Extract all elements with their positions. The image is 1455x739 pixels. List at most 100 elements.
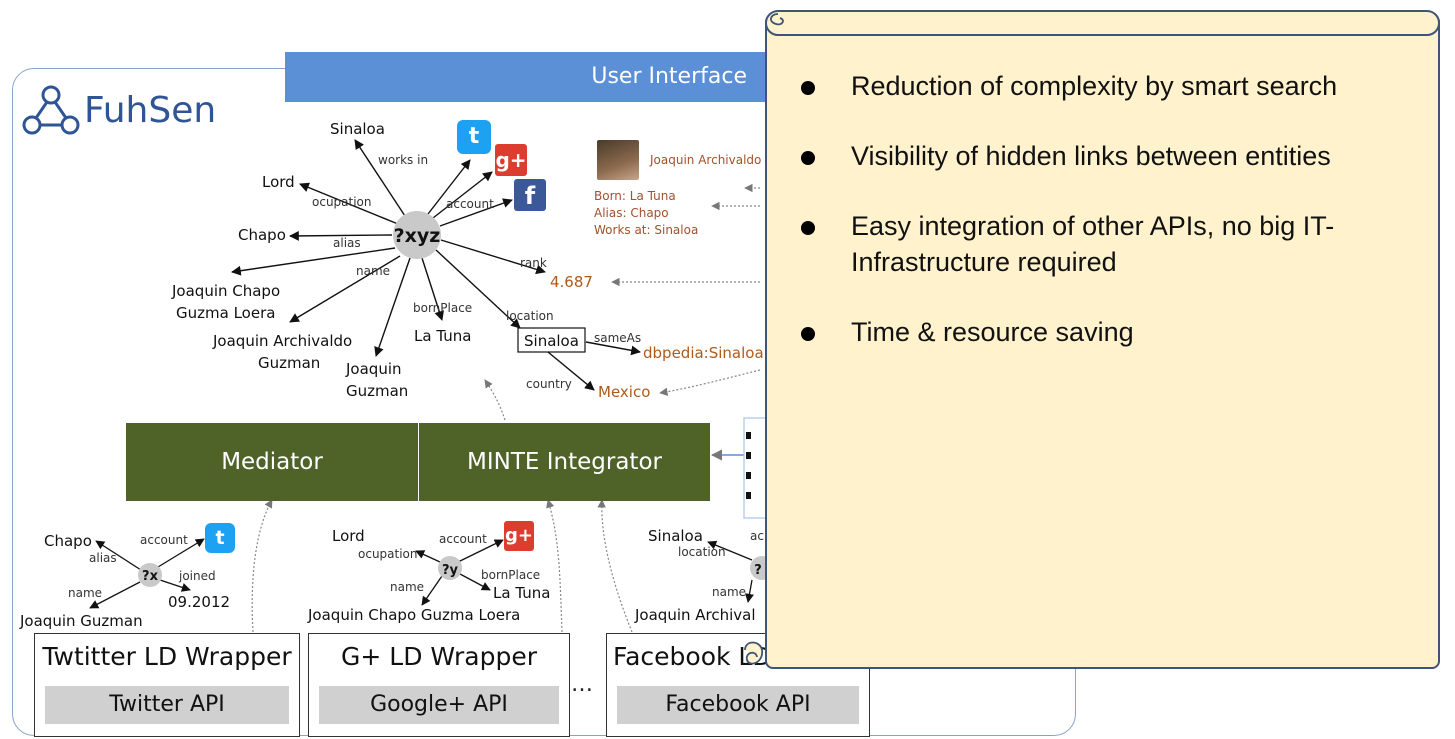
facebook-center-label: ? <box>754 563 762 578</box>
bullet-icon <box>801 327 815 341</box>
profile-works: Works at: Sinaloa <box>594 223 699 237</box>
edge-country: country <box>526 377 572 391</box>
edge-sameas: sameAs <box>594 331 641 345</box>
facebook-edge-labels: location ac name <box>678 529 764 599</box>
node-sinaloa-box-label: Sinaloa <box>524 332 579 350</box>
fb-edge-location: location <box>678 545 726 559</box>
twitter-api: Twitter API <box>45 686 289 724</box>
node-rank-value: 4.687 <box>550 273 593 291</box>
gp-edge-bornplace: bornPlace <box>481 568 540 582</box>
bullet-icon <box>801 151 815 165</box>
gp-node-latuna: La Tuna <box>493 584 550 602</box>
twitter-subgraph-edges <box>89 538 205 609</box>
node-joaquin-chapo-2: Guzma Loera <box>176 304 275 322</box>
benefit-text: Visibility of hidden links between entit… <box>851 141 1331 171</box>
bullet-icon <box>801 221 815 235</box>
node-la-tuna: La Tuna <box>414 327 471 345</box>
twitter-center-node[interactable] <box>138 563 162 587</box>
profile-avatar <box>597 140 639 180</box>
center-node[interactable] <box>393 211 441 259</box>
tw-edge-account: account <box>140 533 188 547</box>
node-joaquin-chapo-1: Joaquin Chapo <box>171 282 280 300</box>
profile-born: Born: La Tuna <box>594 189 676 203</box>
node-joaquin-archivaldo-2: Guzman <box>258 354 320 372</box>
benefit-item: Time & resource saving <box>801 314 1411 350</box>
integrator-box[interactable]: MINTE Integrator <box>419 423 710 501</box>
fb-edge-name: name <box>712 585 746 599</box>
gplus-edge-labels: ocupation account name bornPlace <box>358 532 540 594</box>
gplus-center-node[interactable] <box>438 556 462 580</box>
gplus-node-labels: Lord La Tuna Joaquin Chapo Guzma Loera <box>307 527 550 624</box>
gp-edge-name: name <box>390 580 424 594</box>
center-node-label: ?xyz <box>394 225 441 247</box>
benefits-list: Reduction of complexity by smart search … <box>801 68 1411 384</box>
graph-edge-labels: works in ocupation account alias name ra… <box>312 153 641 391</box>
edge-bornplace: bornPlace <box>413 301 472 315</box>
node-sinaloa-top: Sinaloa <box>330 120 385 138</box>
gplus-wrapper-title: G+ LD Wrapper <box>341 642 537 671</box>
node-lord: Lord <box>262 173 295 191</box>
facebook-api: Facebook API <box>617 686 859 724</box>
gplus-wrapper[interactable]: G+ LD Wrapper Google+ API <box>308 633 570 737</box>
facebook-wrapper[interactable]: Facebook LD Facebook API <box>606 633 870 737</box>
profile-name: Joaquin Archivaldo <box>650 153 762 167</box>
tw-node-person: Joaquin Guzman <box>19 612 143 630</box>
edge-account: account <box>446 197 494 211</box>
edge-alias: alias <box>333 236 361 250</box>
gp-edge-account: account <box>439 532 487 546</box>
tw-node-chapo: Chapo <box>44 532 92 550</box>
more-wrappers-ellipsis: … <box>571 672 593 697</box>
node-joaquin-guzman-1: Joaquin <box>345 360 402 378</box>
graph-value-labels: 4.687 dbpedia:Sinaloa Mexico <box>550 273 764 401</box>
benefit-item: Reduction of complexity by smart search <box>801 68 1411 104</box>
provenance-arrows <box>251 183 761 633</box>
node-joaquin-guzman-2: Guzman <box>346 382 408 400</box>
benefits-scroll: Reduction of complexity by smart search … <box>765 14 1440 669</box>
node-joaquin-archivaldo-1: Joaquin Archivaldo <box>212 332 352 350</box>
twitter-wrapper-title: Twtitter LD Wrapper <box>42 642 292 671</box>
edge-location: location <box>506 309 554 323</box>
mediator-box[interactable]: Mediator <box>126 423 418 501</box>
source-stack-dots <box>746 432 751 499</box>
google-plus-icon-small[interactable]: g+ <box>504 521 534 551</box>
twitter-node-labels: Chapo 09.2012 Joaquin Guzman <box>19 532 230 630</box>
twitter-center-label: ?x <box>142 569 159 584</box>
fb-edge-ac: ac <box>750 529 764 543</box>
gplus-center-label: ?y <box>442 563 459 578</box>
benefit-text: Time & resource saving <box>851 317 1134 347</box>
graph-node-labels: Sinaloa Lord Chapo Joaquin Chapo Guzma L… <box>171 120 471 400</box>
main-graph-edges <box>231 139 641 391</box>
node-dbpedia: dbpedia:Sinaloa <box>643 344 764 362</box>
gp-node-person: Joaquin Chapo Guzma Loera <box>307 606 520 624</box>
benefit-text: Easy integration of other APIs, no big I… <box>851 211 1335 277</box>
edge-rank: rank <box>520 256 547 270</box>
edge-ocupation: ocupation <box>312 195 372 209</box>
twitter-edge-labels: alias account name joined <box>68 533 216 600</box>
facebook-icon[interactable]: f <box>514 179 546 211</box>
node-chapo: Chapo <box>238 226 286 244</box>
tw-edge-alias: alias <box>89 551 117 565</box>
fb-node-sinaloa: Sinaloa <box>648 527 703 545</box>
twitter-icon[interactable]: t <box>457 120 491 154</box>
benefit-text: Reduction of complexity by smart search <box>851 71 1338 101</box>
scroll-top-roll <box>765 10 1440 36</box>
fuhsen-logo: FuhSen <box>22 80 216 140</box>
gp-node-lord: Lord <box>332 527 365 545</box>
tw-edge-name: name <box>68 586 102 600</box>
gplus-api: Google+ API <box>319 686 559 724</box>
bullet-icon <box>801 81 815 95</box>
google-plus-icon[interactable]: g+ <box>495 144 527 176</box>
integrator-label: MINTE Integrator <box>467 449 662 475</box>
user-interface-bar[interactable]: User Interface <box>285 52 765 102</box>
gplus-subgraph-edges <box>415 539 504 606</box>
fb-node-person: Joaquin Archival <box>634 606 756 624</box>
twitter-wrapper[interactable]: Twtitter LD Wrapper Twitter API <box>34 633 300 737</box>
edge-works-in: works in <box>378 153 428 167</box>
gp-edge-ocupation: ocupation <box>358 547 418 561</box>
benefit-item: Easy integration of other APIs, no big I… <box>801 208 1411 280</box>
twitter-icon-small[interactable]: t <box>205 523 235 553</box>
node-sinaloa-box[interactable] <box>517 327 586 353</box>
fuhsen-logo-icon <box>22 85 80 135</box>
profile-alias: Alias: Chapo <box>594 206 669 220</box>
